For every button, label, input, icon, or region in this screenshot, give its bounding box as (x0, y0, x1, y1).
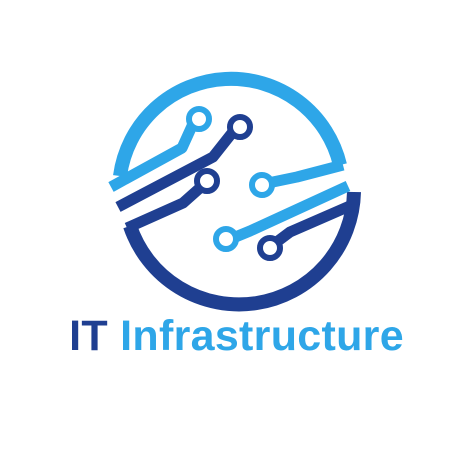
trace-left-middle (115, 129, 237, 212)
trace-right-top (266, 159, 345, 189)
trace-left-bottom (124, 182, 205, 234)
node-light-center (249, 172, 275, 198)
node-light-bottom (213, 226, 239, 252)
trace-left-top (108, 123, 198, 192)
node-dark-left (194, 168, 220, 194)
brand-word-infrastructure: Infrastructure (120, 312, 404, 360)
brand-title: IT Infrastructure (0, 310, 473, 362)
upper-arc (113, 71, 347, 177)
node-dark-top (227, 114, 253, 140)
trace-right-middle (230, 181, 351, 244)
node-light-top (186, 106, 212, 132)
lower-arc (123, 191, 361, 312)
node-dark-bottom (257, 235, 283, 261)
brand-word-it: IT (69, 312, 108, 360)
